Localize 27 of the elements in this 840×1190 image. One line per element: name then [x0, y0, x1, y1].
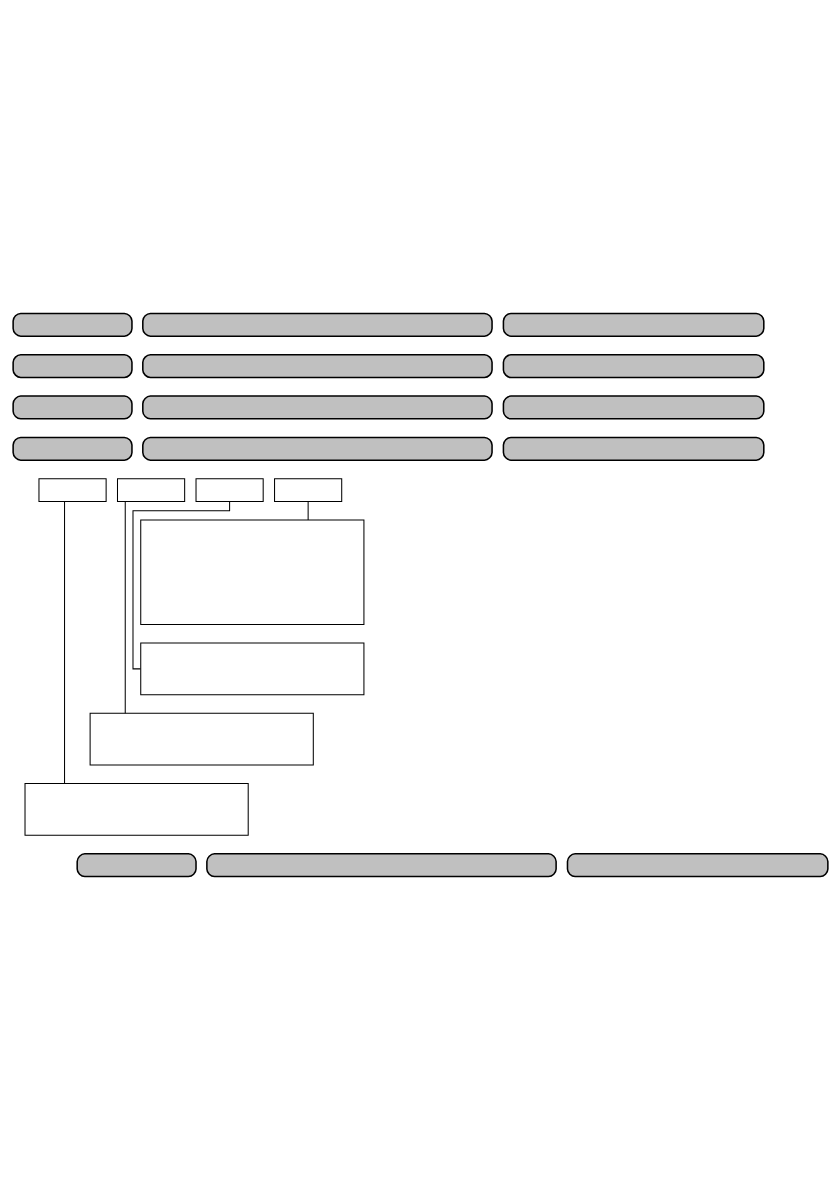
connector	[307, 501, 309, 521]
node-box	[195, 478, 264, 502]
node-bar	[11, 436, 133, 461]
node-bar	[11, 312, 133, 337]
node-bar	[141, 395, 493, 420]
node-box	[24, 783, 249, 836]
node-bar	[141, 354, 493, 379]
node-bar	[502, 312, 765, 337]
node-box	[139, 642, 364, 696]
node-bar	[502, 354, 765, 379]
connector	[63, 501, 65, 784]
node-bar	[141, 312, 493, 337]
node-box	[139, 519, 364, 625]
node-box	[273, 478, 342, 502]
node-bar	[502, 436, 765, 461]
node-bar	[75, 853, 197, 878]
connector	[124, 501, 126, 714]
node-bar	[566, 853, 829, 878]
node-bar	[141, 436, 493, 461]
node-box	[116, 478, 185, 502]
node-bar	[11, 395, 133, 420]
node-box	[89, 712, 314, 766]
connector	[131, 501, 230, 670]
node-bar	[205, 853, 557, 878]
node-box	[37, 478, 107, 502]
node-bar	[502, 395, 765, 420]
node-bar	[11, 354, 133, 379]
